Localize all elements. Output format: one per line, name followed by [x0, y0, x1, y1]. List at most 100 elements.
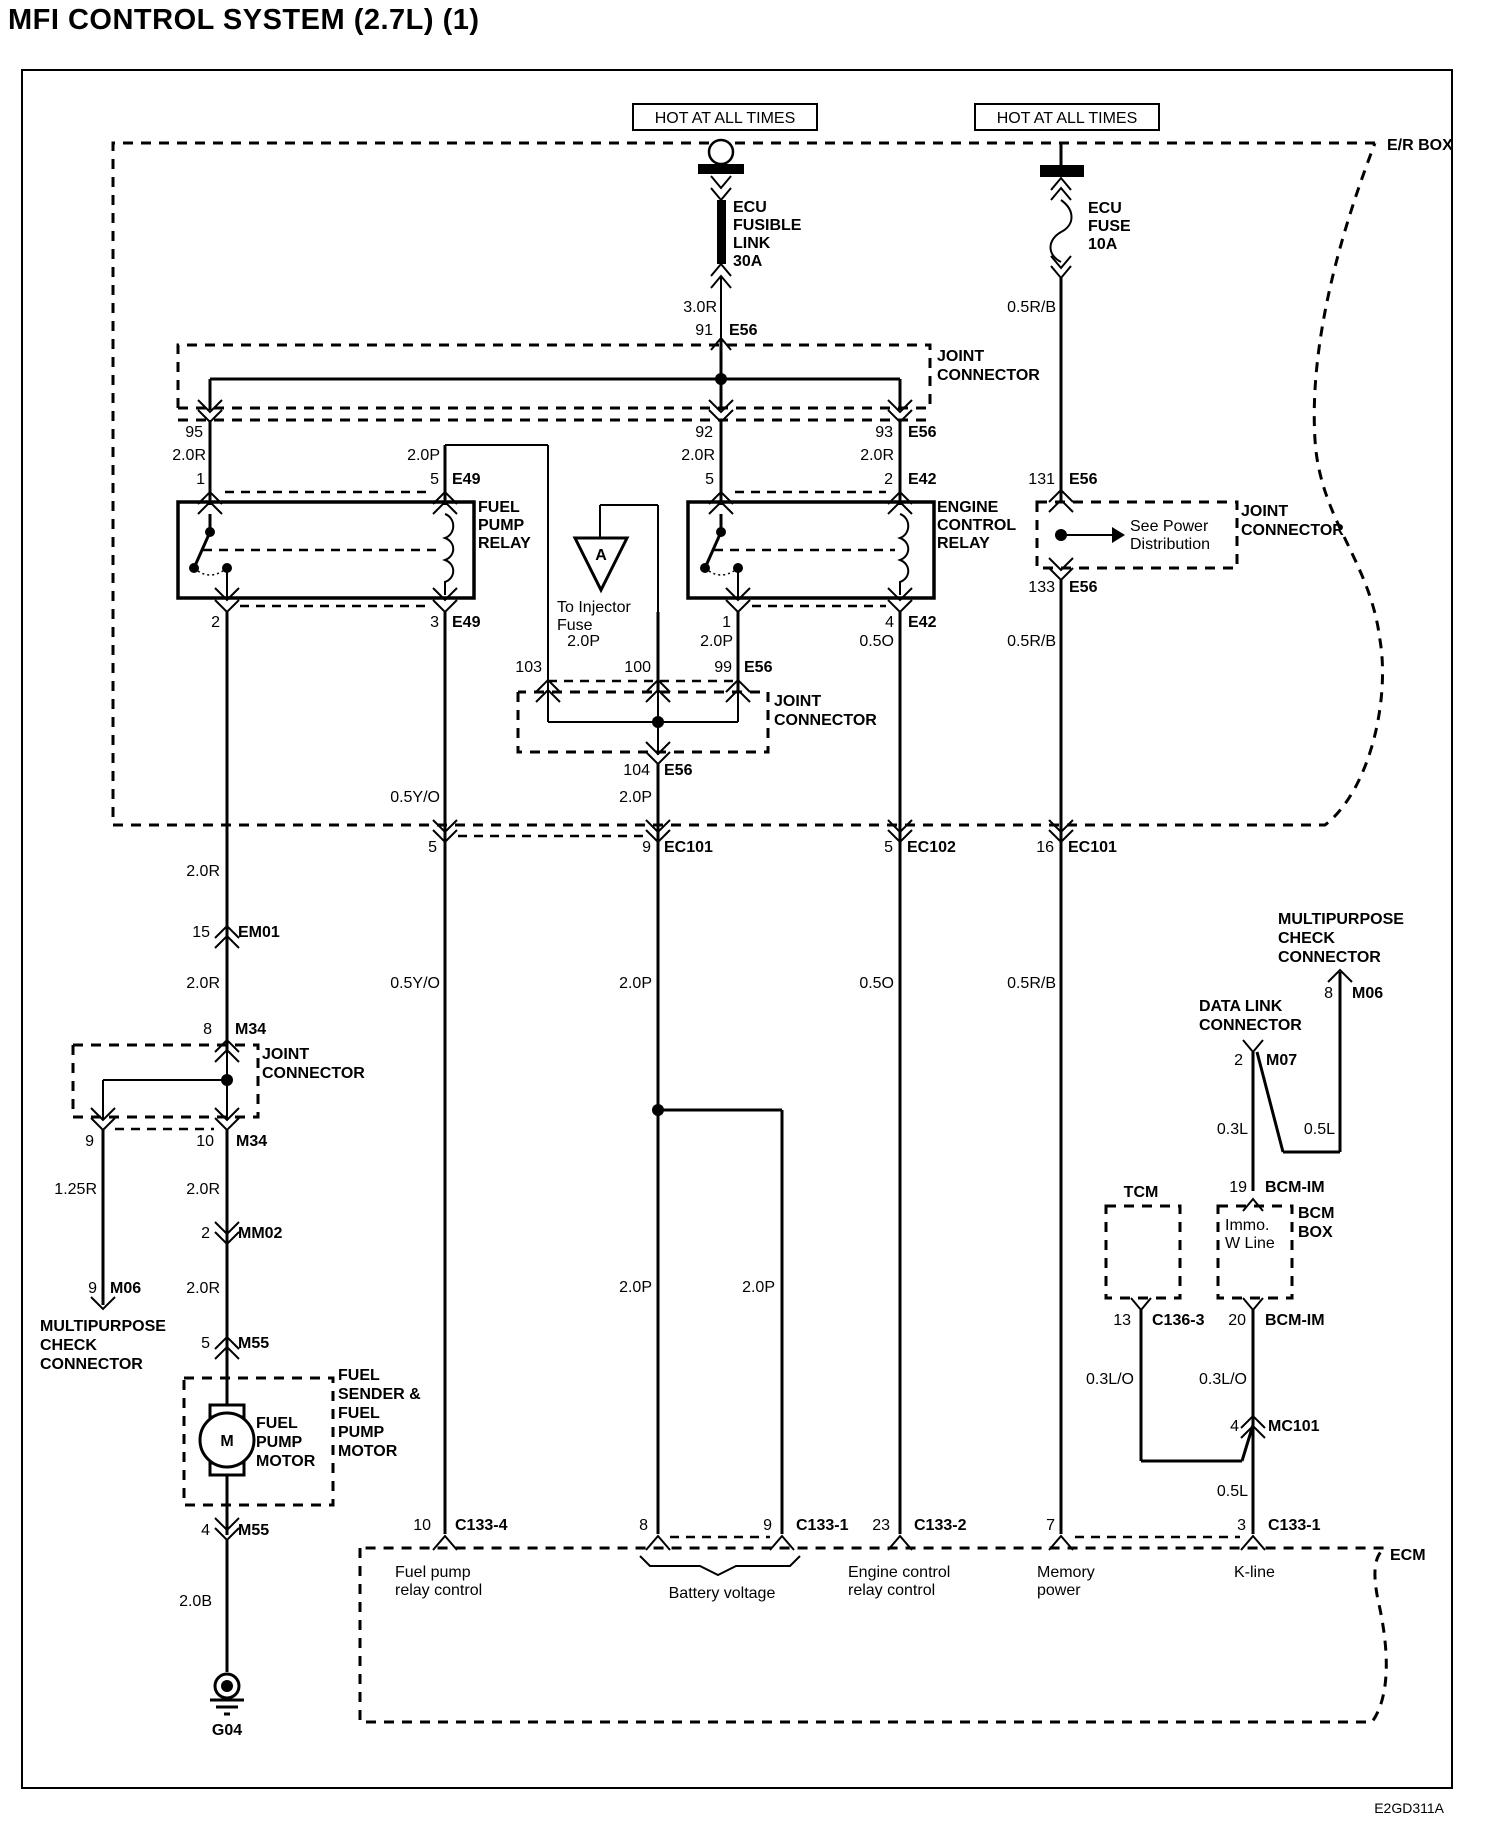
- connector-label: E56: [664, 762, 693, 779]
- pin-label: 9: [642, 839, 651, 856]
- connector-label: EC101: [1068, 839, 1117, 856]
- wire-label: 2.0R: [186, 975, 220, 992]
- wire-label: 2.0P: [407, 447, 440, 464]
- wire-label: 2.0R: [186, 1280, 220, 1297]
- wire-label: 0.5R/B: [1007, 975, 1056, 992]
- wire-label: 2.0R: [186, 863, 220, 880]
- pin-label: 9: [88, 1280, 97, 1297]
- pin-label: 2: [201, 1225, 210, 1242]
- pin-label: 8: [639, 1517, 648, 1534]
- power-source-1: HOT AT ALL TIMES: [632, 103, 818, 131]
- connector-label: MC101: [1268, 1418, 1320, 1435]
- pin-label: 92: [695, 424, 713, 441]
- pin-label: 104: [623, 762, 650, 779]
- connector-label: E42: [908, 471, 937, 488]
- wire-label: 2.0P: [619, 789, 652, 806]
- pin-label: 3: [430, 614, 439, 631]
- svg-text:133: 133: [1028, 579, 1055, 596]
- pin-label: 93: [875, 424, 893, 441]
- diagram-title: MFI CONTROL SYSTEM (2.7L) (1): [8, 4, 480, 36]
- connector-label: C133-4: [455, 1517, 508, 1534]
- pin-label: 2: [884, 471, 893, 488]
- wire-label: 0.5L: [1217, 1483, 1248, 1500]
- connector-label: M34: [235, 1021, 266, 1038]
- svg-text:E56: E56: [1069, 471, 1098, 488]
- wire-label: 2.0P: [619, 975, 652, 992]
- svg-text:HOT AT ALL TIMES: HOT AT ALL TIMES: [997, 110, 1138, 127]
- power-source-2: HOT AT ALL TIMES: [974, 103, 1160, 131]
- wire-label: 2.0R: [186, 1181, 220, 1198]
- pin-label: 13: [1113, 1312, 1131, 1329]
- pin-label: 4: [201, 1522, 210, 1539]
- er-bottom-connectors: [432, 819, 1074, 844]
- connector-label: E56: [744, 659, 773, 676]
- pin-label: 15: [192, 924, 210, 941]
- wire-label: 0.3L/O: [1086, 1371, 1134, 1388]
- wire-label: 2.0R: [172, 447, 206, 464]
- wire-label: 0.5Y/O: [390, 975, 440, 992]
- pin-label: 4: [1230, 1418, 1239, 1435]
- pin-label: 9: [85, 1133, 94, 1150]
- wire-label: 2.0R: [860, 447, 894, 464]
- page-frame: [21, 69, 1453, 1789]
- connector-label: BCM-IM: [1265, 1312, 1325, 1329]
- wire-label: 2.0P: [742, 1279, 775, 1296]
- svg-text:131: 131: [1028, 471, 1055, 488]
- pin-label: 4: [885, 614, 894, 631]
- connector-label: E42: [908, 614, 937, 631]
- connector-label: C133-1: [1268, 1517, 1321, 1534]
- svg-text:ECM: ECM: [1390, 1547, 1426, 1564]
- wire-label: 1.25R: [54, 1181, 97, 1198]
- wire-label: 0.5R/B: [1007, 633, 1056, 650]
- connector-label: M06: [1352, 985, 1383, 1002]
- tcm-label: TCM: [1124, 1184, 1159, 1201]
- connector-label: EM01: [238, 924, 280, 941]
- connector-label: E56: [908, 424, 937, 441]
- svg-text:HOT AT ALL TIMES: HOT AT ALL TIMES: [655, 110, 796, 127]
- pin-label: 9: [763, 1517, 772, 1534]
- pin-label: 10: [413, 1517, 431, 1534]
- pin-label: 91: [695, 322, 713, 339]
- pin-label: 99: [714, 659, 732, 676]
- connector-label: EC102: [907, 839, 956, 856]
- connector-label: C133-1: [796, 1517, 849, 1534]
- pin-label: 7: [1046, 1517, 1055, 1534]
- wire-label: 0.5L: [1304, 1121, 1335, 1138]
- connector-label: M55: [238, 1335, 269, 1352]
- connector-label: MM02: [238, 1225, 283, 1242]
- er-box-label: E/R BOX: [1387, 137, 1453, 154]
- pin-label: 10: [196, 1133, 214, 1150]
- connector-label: E49: [452, 471, 481, 488]
- wire-label: 0.5O: [859, 975, 894, 992]
- connector-label: M34: [236, 1133, 267, 1150]
- pin-label: 19: [1229, 1179, 1247, 1196]
- wire-label: 0.3L: [1217, 1121, 1248, 1138]
- pin-label: 103: [515, 659, 542, 676]
- pin-label: 23: [872, 1517, 890, 1534]
- diagram-code: E2GD311A: [1374, 1800, 1444, 1816]
- svg-text:A: A: [595, 547, 607, 564]
- svg-text:G04: G04: [212, 1722, 242, 1739]
- wire-label: 2.0R: [681, 447, 715, 464]
